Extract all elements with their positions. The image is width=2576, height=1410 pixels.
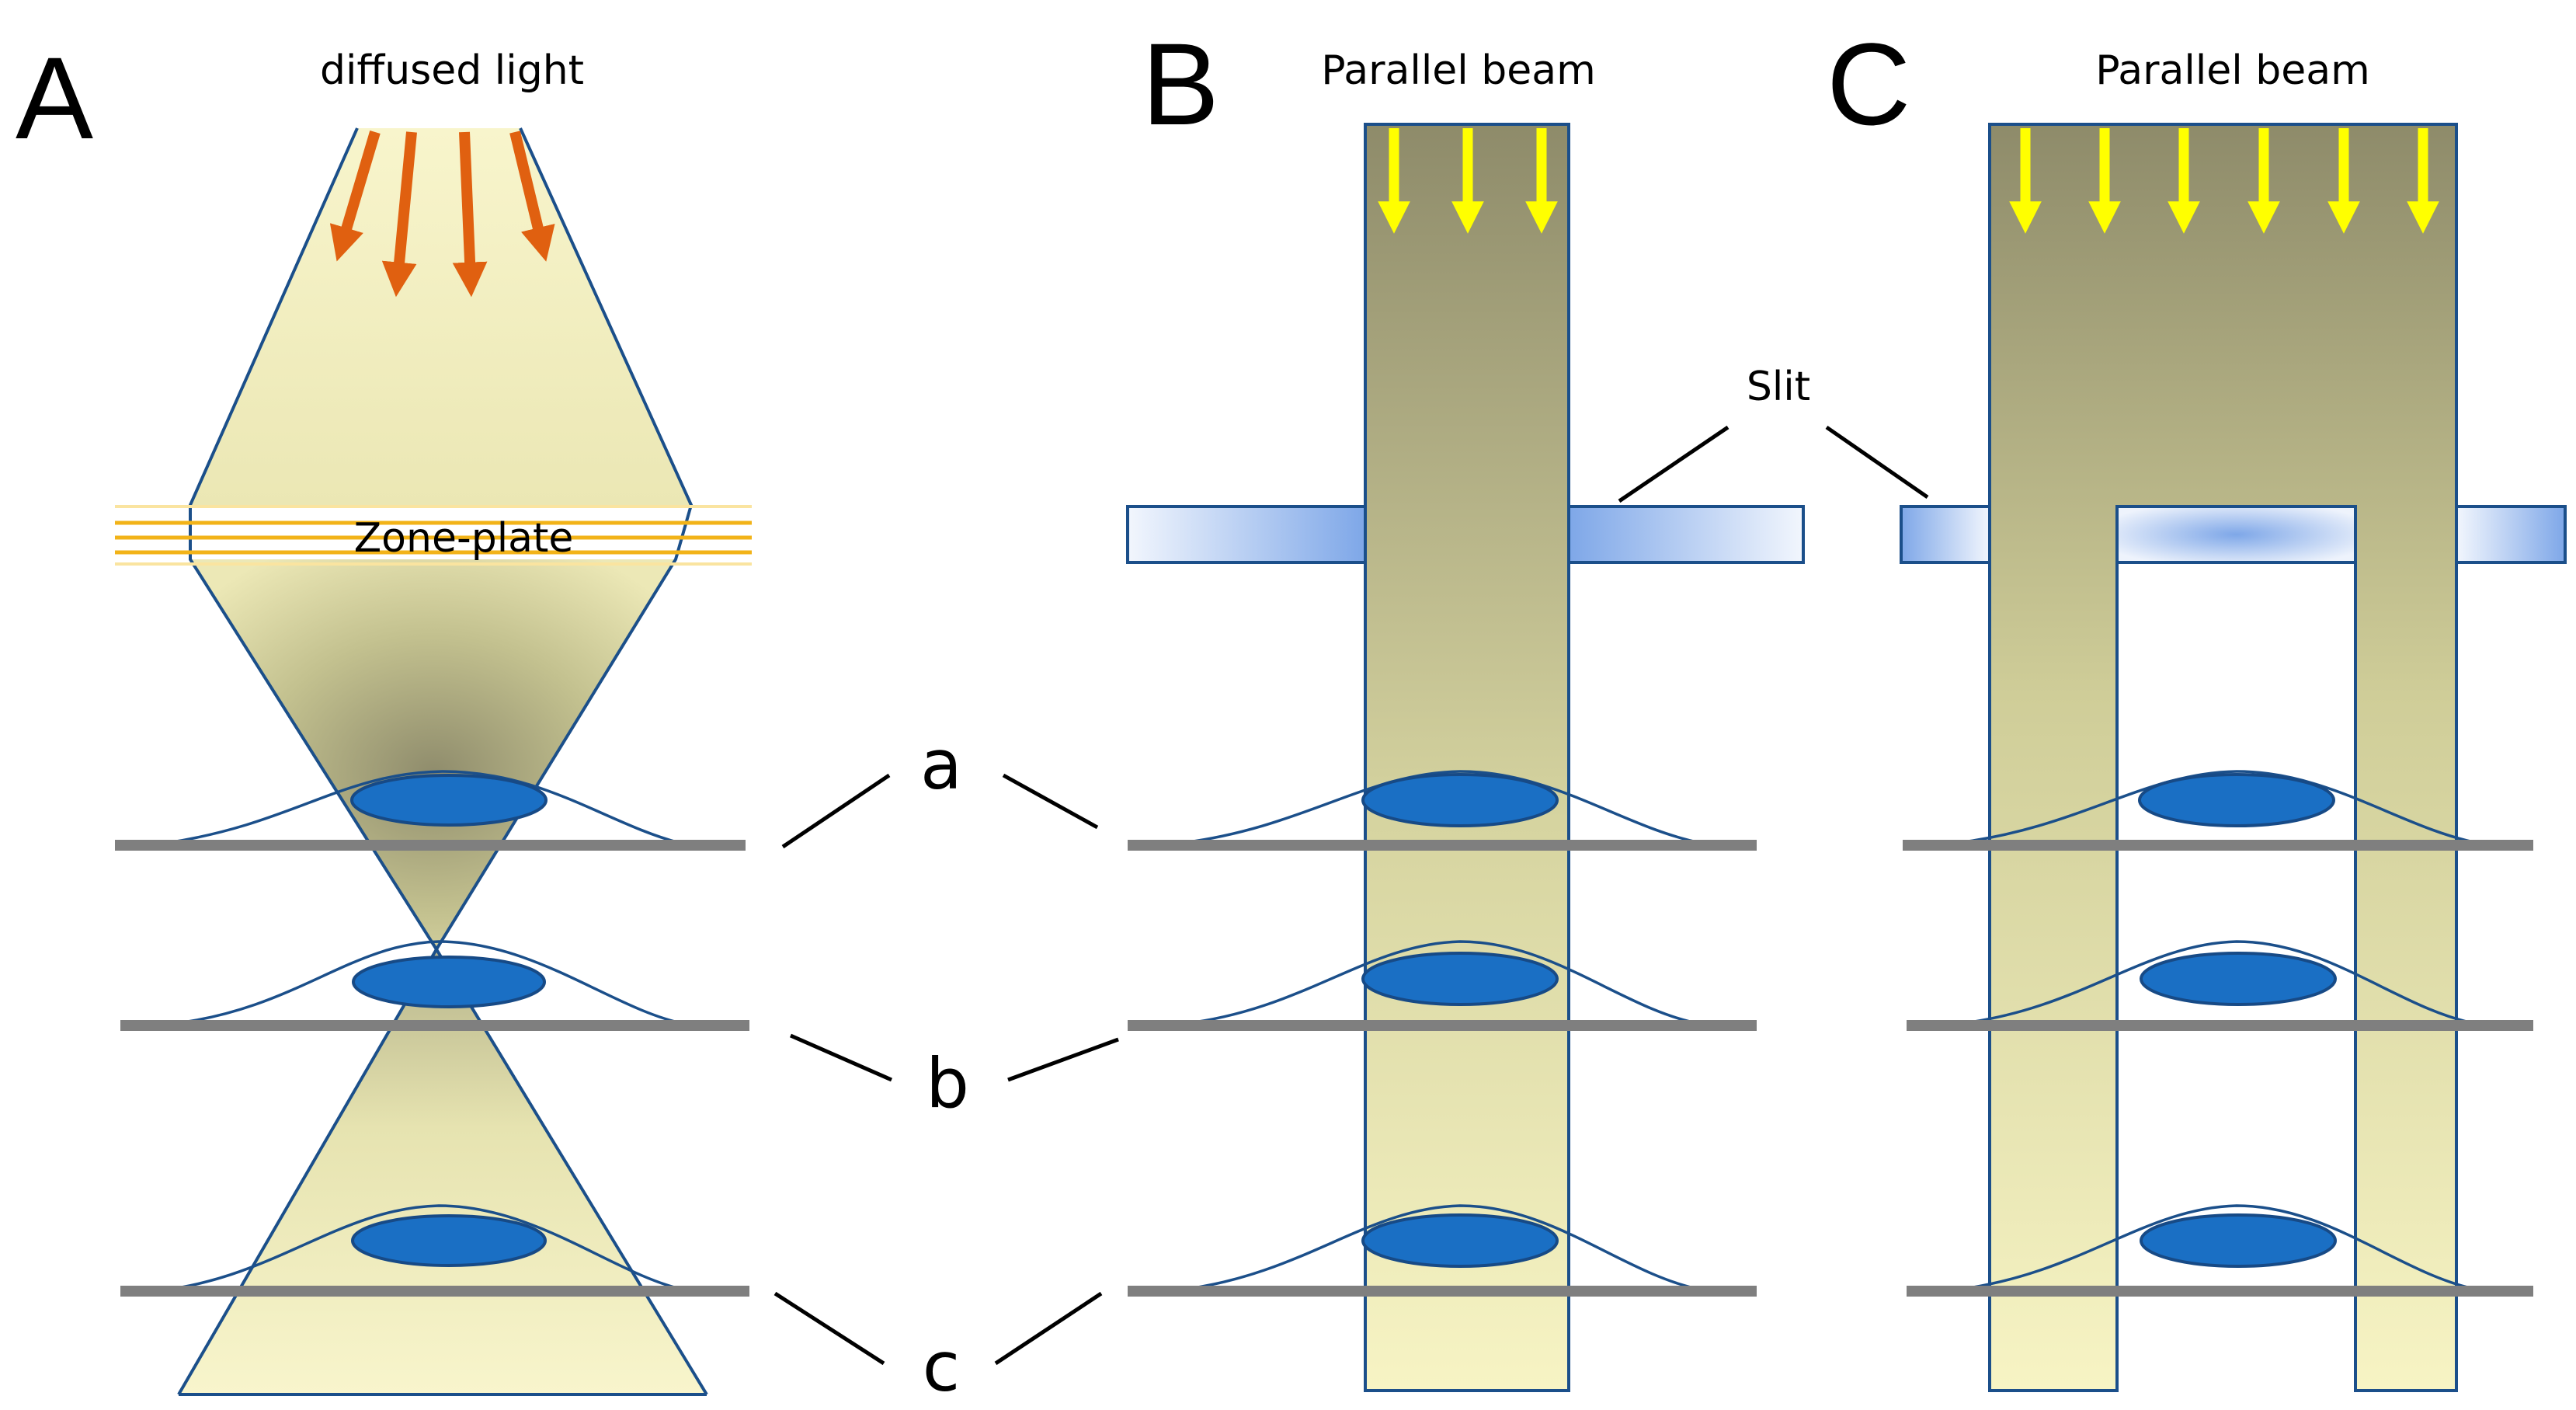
parallel-beam — [1364, 123, 1570, 1392]
arrow-down-icon — [452, 131, 488, 298]
slit-c — [1900, 505, 2567, 564]
cell-nucleus — [352, 956, 546, 1008]
cell-plane-c — [1128, 1204, 1757, 1297]
panel-b-title: Parallel beam — [1321, 47, 1596, 94]
cell-plane-b — [1907, 940, 2533, 1031]
cell-plane-a — [1128, 770, 1757, 851]
panel-a: A diffused light Zone-plate — [16, 33, 752, 1396]
panel-b-letter: B — [1142, 19, 1219, 149]
slit-label: Slit — [1747, 364, 1810, 410]
parallel-light-arrows — [2009, 128, 2439, 234]
diffused-light-arrows — [329, 131, 555, 298]
pointer-line — [1618, 425, 1730, 503]
plane-label-c: c — [923, 1327, 960, 1407]
arrow-down-icon — [381, 131, 417, 298]
cell-plane-c — [120, 1204, 749, 1297]
plane-label-b: b — [926, 1043, 969, 1123]
cell-nucleus — [350, 774, 548, 827]
pointer-line — [1007, 1037, 1119, 1082]
cone-edge-left — [177, 127, 439, 1396]
arrow-down-icon — [509, 131, 555, 262]
slit-b — [1126, 505, 1805, 564]
panel-a-title: diffused light — [320, 47, 584, 94]
cell-plane-c — [1907, 1204, 2533, 1297]
panel-c: C Parallel beam — [1827, 19, 2567, 1392]
converging-cone — [190, 559, 676, 949]
cell-nucleus — [351, 1214, 547, 1267]
pointer-line — [1002, 773, 1099, 830]
cell-nucleus — [2138, 773, 2335, 827]
cell-nucleus — [1361, 952, 1559, 1006]
pointer-line — [789, 1033, 893, 1082]
panel-c-title: Parallel beam — [2095, 47, 2370, 94]
zone-plate — [115, 505, 752, 566]
panel-b: B Parallel beam — [1126, 19, 1805, 1392]
zone-plate-label: Zone-plate — [354, 515, 574, 562]
cell-nucleus — [2140, 1213, 2337, 1268]
cell-plane-b — [120, 940, 749, 1031]
pointer-line — [994, 1291, 1103, 1366]
pointer-line — [773, 1291, 885, 1366]
parallel-beam-split — [1988, 123, 2458, 1392]
parallel-light-arrows — [1378, 128, 1558, 234]
cell-plane-a — [115, 770, 746, 851]
arrow-down-icon — [329, 131, 381, 262]
plane-label-a: a — [920, 725, 962, 805]
slit-label-group: Slit — [1618, 364, 1929, 503]
pointer-line — [1825, 425, 1929, 500]
panel-a-letter: A — [16, 33, 93, 163]
cell-nucleus — [1361, 773, 1559, 827]
cell-plane-a — [1903, 770, 2533, 851]
plane-labels: a b c — [773, 725, 1119, 1407]
diffused-light-cone — [190, 128, 691, 505]
cell-nucleus — [1361, 1213, 1559, 1268]
diverging-cone — [179, 949, 707, 1394]
cell-nucleus — [2140, 952, 2337, 1006]
cell-plane-b — [1128, 940, 1757, 1031]
pointer-line — [781, 773, 891, 849]
cone-edge-right — [434, 127, 708, 1396]
panel-c-letter: C — [1827, 19, 1910, 149]
